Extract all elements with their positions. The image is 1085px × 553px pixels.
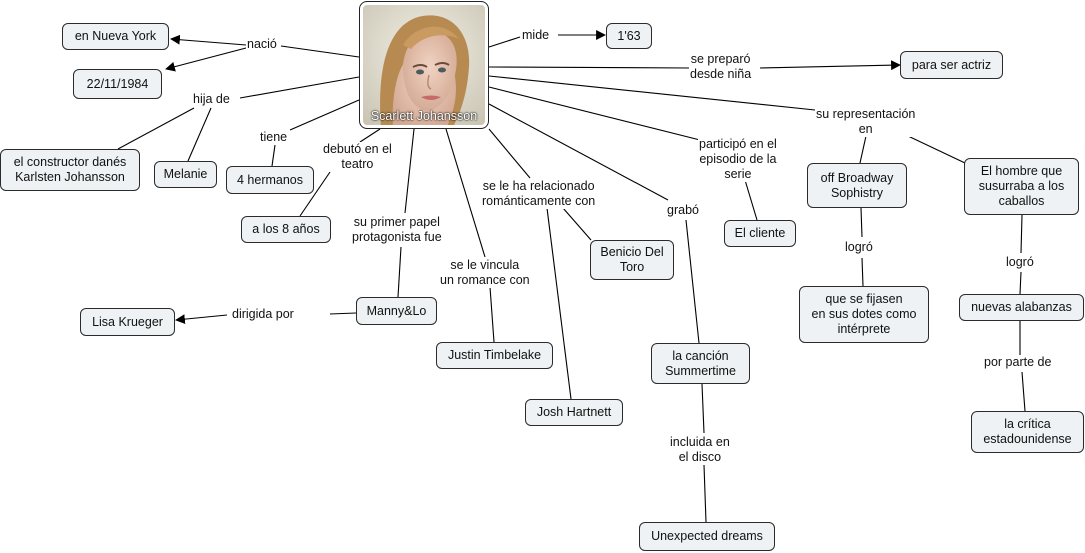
- line-center-to-debuto: [359, 128, 381, 143]
- node-hombre-caballos[interactable]: El hombre que susurraba a los caballos: [964, 158, 1079, 215]
- line-relacionado-to-josh: [546, 207, 572, 400]
- line-center-to-hija: [239, 76, 360, 99]
- arrow-nacio-to-fecha: [165, 47, 247, 72]
- line-grabo-to-cancion: [685, 219, 700, 344]
- node-manny-lo[interactable]: Manny&Lo: [356, 297, 437, 325]
- node-benicio[interactable]: Benicio Del Toro: [590, 240, 674, 280]
- link-label-preparo: se preparó desde niña: [689, 52, 753, 82]
- node-hermanos[interactable]: 4 hermanos: [226, 166, 314, 194]
- line-representacion-to-offbroadway: [859, 135, 867, 164]
- node-cancion[interactable]: la canción Summertime: [651, 343, 750, 384]
- line-logro-to-fijasen: [861, 257, 864, 287]
- line-por-parte-to-critica: [1021, 371, 1026, 412]
- line-hija-to-constructor: [117, 107, 195, 150]
- line-center-to-participo: [488, 86, 701, 141]
- line-primer-papel-to-manny: [397, 246, 402, 298]
- line-center-to-grabo: [488, 103, 669, 201]
- arrow-preparo-to-actriz: [759, 60, 901, 71]
- link-label-nacio: nació: [246, 37, 278, 52]
- node-el-cliente[interactable]: El cliente: [724, 220, 796, 247]
- line-center-to-nacio: [280, 45, 360, 58]
- link-label-relacionado: se le ha relacionado románticamente con: [481, 179, 597, 209]
- line-center-to-mide: [488, 36, 521, 48]
- arrow-nacio-to-nueva-york: [170, 34, 247, 46]
- line-vincula-to-justin: [489, 286, 495, 343]
- link-label-mide: mide: [521, 28, 551, 43]
- node-unexpected-dreams[interactable]: Unexpected dreams: [639, 522, 775, 551]
- link-label-hija-de: hija de: [192, 92, 231, 107]
- node-fijasen[interactable]: que se fijasen en sus dotes como intérpr…: [799, 286, 929, 343]
- link-label-grabo: grabó: [666, 203, 700, 218]
- link-label-participo: participó en el episodio de la serie: [698, 137, 778, 182]
- link-label-dirigida: dirigida por: [231, 307, 295, 322]
- arrow-dirigida-to-lisa: [175, 314, 228, 325]
- link-label-logro-1: logró: [844, 240, 874, 255]
- line-center-to-representacion: [488, 75, 816, 111]
- line-tiene-to-hermanos: [271, 144, 276, 167]
- line-center-to-relacionado: [488, 128, 531, 179]
- line-center-to-vincula: [445, 128, 486, 258]
- line-debuto-to-ocho: [299, 171, 331, 217]
- central-name-caption: Scarlett Johansson: [370, 109, 478, 123]
- node-nueva-york[interactable]: en Nueva York: [62, 23, 169, 50]
- node-actriz[interactable]: para ser actriz: [900, 51, 1003, 79]
- node-ocho-anos[interactable]: a los 8 años: [241, 216, 331, 243]
- link-label-incluida: incluida en el disco: [669, 435, 731, 465]
- line-center-to-primer-papel: [404, 128, 415, 214]
- node-critica[interactable]: la crítica estadounidense: [971, 411, 1084, 453]
- link-label-tiene: tiene: [259, 130, 289, 145]
- node-altura[interactable]: 1'63: [606, 23, 652, 49]
- link-label-por-parte: por parte de: [983, 355, 1053, 370]
- line-cancion-to-incluida: [701, 383, 705, 434]
- link-label-vincula: se le vincula un romance con: [439, 258, 531, 288]
- portrait-illustration: [363, 5, 485, 125]
- line-hombre-to-logro: [1020, 214, 1023, 254]
- link-label-primer-papel: su primer papel protagonista fue: [351, 215, 443, 245]
- line-participo-to-cliente: [744, 179, 758, 221]
- central-photo-node[interactable]: Scarlett Johansson: [359, 1, 489, 129]
- line-relacionado-to-benicio: [562, 207, 592, 241]
- portrait-image: Scarlett Johansson: [363, 5, 485, 125]
- link-label-representacion: su representación en: [815, 107, 917, 137]
- node-josh[interactable]: Josh Hartnett: [525, 399, 623, 426]
- link-label-debuto: debutó en el teatro: [322, 142, 393, 172]
- node-fecha-nacimiento[interactable]: 22/11/1984: [73, 69, 162, 99]
- line-representacion-to-hombre: [907, 135, 966, 164]
- node-off-broadway[interactable]: off Broadway Sophistry: [807, 163, 907, 208]
- line-hija-to-melanie: [187, 107, 212, 162]
- line-center-to-tiene: [289, 99, 360, 131]
- line-logro-to-alabanzas: [1019, 271, 1022, 295]
- node-melanie[interactable]: Melanie: [154, 161, 217, 188]
- line-center-to-preparo: [488, 66, 691, 69]
- line-manny-to-dirigida: [329, 312, 357, 315]
- link-label-logro-2: logró: [1005, 255, 1035, 270]
- line-incluida-to-dreams: [703, 464, 707, 523]
- node-constructor[interactable]: el constructor danés Karlsten Johansson: [0, 149, 140, 191]
- node-lisa-krueger[interactable]: Lisa Krueger: [80, 308, 175, 336]
- node-justin[interactable]: Justin Timbelake: [436, 342, 553, 369]
- node-nuevas-alabanzas[interactable]: nuevas alabanzas: [959, 294, 1084, 321]
- line-offbroadway-to-logro: [860, 207, 863, 238]
